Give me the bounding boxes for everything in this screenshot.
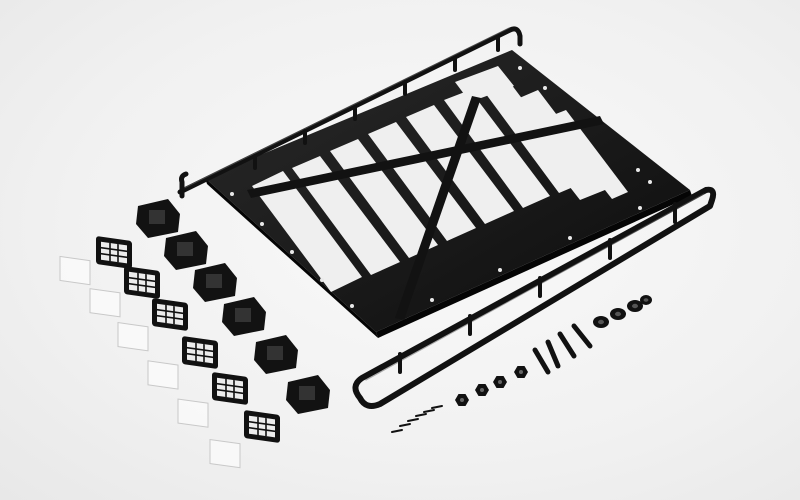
rack-slots: [247, 66, 628, 320]
hex-nuts: [455, 366, 528, 406]
rack-holes: [230, 66, 652, 308]
hardware: [391, 295, 652, 433]
clear-lenses: [59, 255, 241, 469]
long-screws: [532, 323, 593, 375]
light-grille: [96, 236, 132, 269]
light-housing: [164, 231, 208, 270]
light-housing: [286, 375, 330, 414]
spacers: [593, 295, 652, 328]
light-grille: [182, 336, 218, 369]
rack-plate-edge: [205, 178, 378, 338]
clear-lens: [117, 322, 149, 352]
light-grille: [124, 266, 160, 299]
clear-lens: [89, 288, 121, 318]
clear-lens: [177, 398, 209, 428]
light-grilles: [96, 236, 280, 443]
light-grille: [152, 298, 188, 331]
clear-lens: [59, 255, 91, 286]
roof-rack: [177, 26, 717, 409]
rack-rail-front: [352, 186, 717, 409]
light-housings: [136, 199, 330, 414]
light-housing: [222, 297, 266, 336]
light-grille: [212, 372, 248, 405]
clear-lens: [147, 360, 179, 390]
clear-lens: [209, 438, 241, 469]
light-housing: [136, 199, 180, 238]
rack-rail-back: [177, 26, 523, 199]
light-housing: [254, 335, 298, 374]
small-screws: [391, 405, 443, 433]
light-grille: [244, 410, 280, 443]
light-housing: [193, 263, 237, 302]
